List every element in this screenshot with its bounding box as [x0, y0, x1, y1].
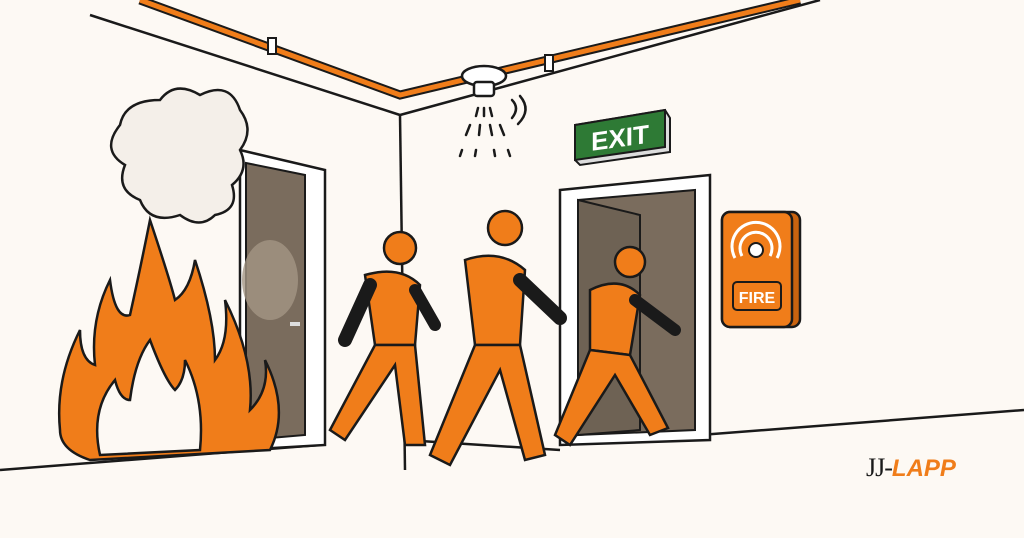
person-man-middle [428, 209, 567, 467]
person-man-exiting [553, 245, 681, 447]
smoke-cloud [110, 87, 249, 224]
fire-alarm: FIRE [720, 210, 802, 329]
brand-logo-lapp: LAPP [891, 455, 956, 482]
person-woman [328, 230, 441, 447]
ceiling-pipe [138, 0, 802, 100]
sprinkler-icon [458, 64, 527, 158]
brand-logo-separator: - [884, 453, 893, 482]
brand-logo-jj: JJ [866, 453, 885, 482]
exit-sign: EXIT [574, 108, 671, 167]
brand-logo: JJ - LAPP [866, 455, 956, 481]
fire-flames [57, 215, 281, 462]
fire-alarm-label: FIRE [739, 290, 776, 307]
smoky-door [238, 148, 327, 452]
